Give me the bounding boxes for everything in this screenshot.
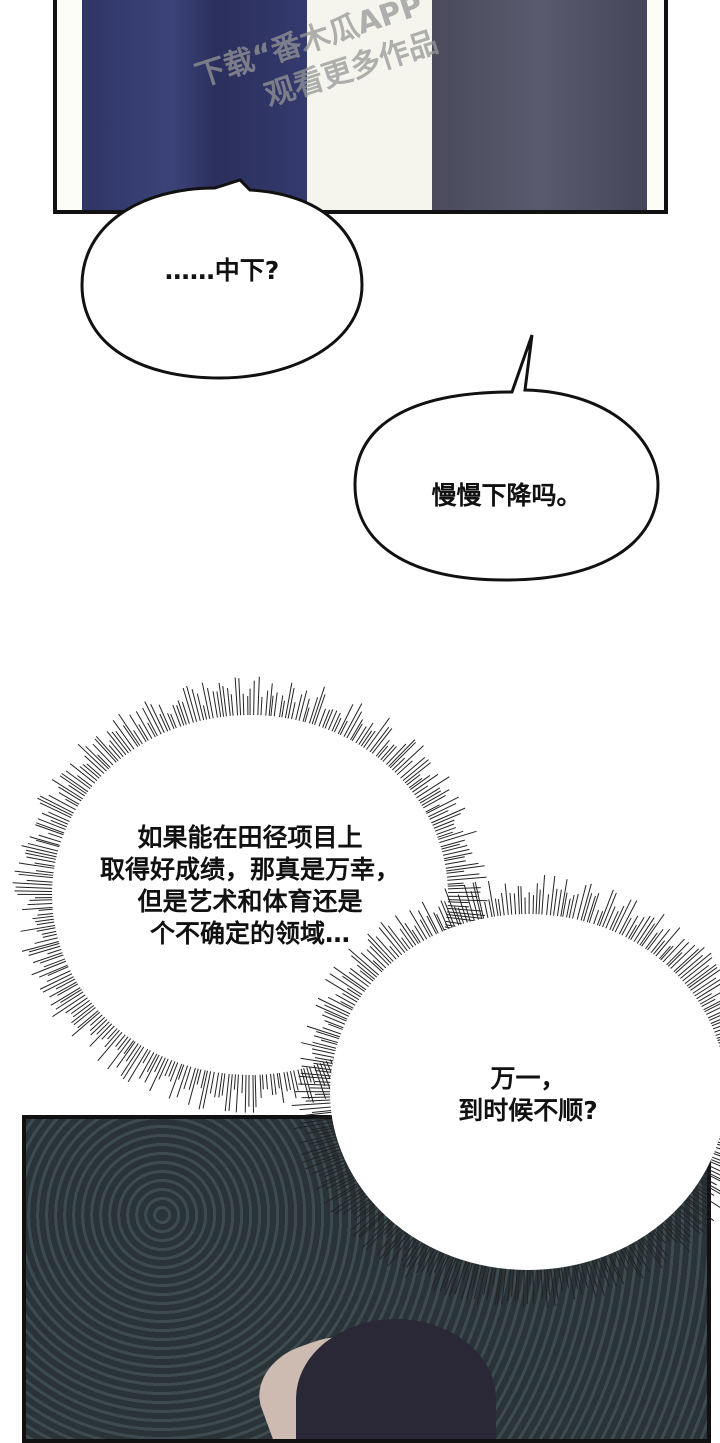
burst-2-line: 到时候不顺? xyxy=(330,1095,720,1127)
burst-spike xyxy=(139,1048,156,1079)
burst-spike xyxy=(43,974,78,992)
burst-spike xyxy=(631,916,650,946)
burst-spike xyxy=(505,884,509,920)
burst-spike xyxy=(518,1265,520,1300)
burst-spike xyxy=(367,727,389,756)
burst-2-line: 万一， xyxy=(330,1063,720,1095)
burst-spike xyxy=(508,1264,511,1301)
thought-burst-1-text: 如果能在田径项目上 取得好成绩，那真是万幸， 但是艺术和体育还是 个不确定的领域… xyxy=(52,822,448,950)
burst-spike xyxy=(14,891,57,892)
burst-spike xyxy=(533,1265,534,1303)
burst-spike xyxy=(66,771,94,792)
burst-spike xyxy=(352,1204,382,1229)
burst-spike xyxy=(130,715,149,746)
burst-spike xyxy=(150,1053,168,1091)
burst-spike xyxy=(536,883,537,919)
burst-spike xyxy=(245,1070,246,1113)
burst-1-line: 个不确定的领域… xyxy=(52,918,448,950)
burst-spike xyxy=(303,1148,346,1162)
burst-spike xyxy=(487,1262,494,1300)
burst-spike xyxy=(674,1206,705,1233)
burst-spike xyxy=(292,1103,336,1106)
burst-spike xyxy=(621,1244,639,1278)
burst-spike xyxy=(16,887,57,889)
burst-spike xyxy=(369,728,392,757)
burst-spike xyxy=(424,803,456,819)
burst-spike xyxy=(442,877,486,881)
burst-spike xyxy=(617,901,637,939)
burst-spike xyxy=(236,1070,239,1113)
burst-spike xyxy=(567,1261,575,1299)
burst-spike xyxy=(287,688,294,723)
burst-spike xyxy=(598,890,614,931)
burst-spike xyxy=(443,892,480,893)
burst-spike xyxy=(235,677,238,720)
burst-1-line: 如果能在田径项目上 xyxy=(52,822,448,854)
burst-spike xyxy=(37,798,76,817)
burst-1-line: 取得好成绩，那真是万幸， xyxy=(52,854,448,886)
burst-spike xyxy=(239,678,241,720)
speech-bubble-2 xyxy=(355,335,658,580)
burst-spike xyxy=(443,888,481,889)
burst-spike xyxy=(192,689,201,725)
burst-spike xyxy=(254,681,255,720)
burst-spike xyxy=(313,1061,326,1099)
speech-bubble-1-text: ……中下? xyxy=(82,255,362,287)
burst-spike xyxy=(515,1265,517,1302)
burst-spike xyxy=(311,687,325,729)
burst-spike xyxy=(60,776,90,797)
burst-spike xyxy=(613,900,631,937)
burst-spike xyxy=(13,883,58,885)
burst-spike xyxy=(342,704,362,741)
burst-spike xyxy=(541,875,544,919)
burst-spike xyxy=(255,1070,256,1107)
burst-spike xyxy=(258,677,260,720)
speech-bubble-2-text: 慢慢下降吗。 xyxy=(355,480,658,512)
burst-spike xyxy=(353,1208,384,1236)
burst-spike xyxy=(588,893,599,927)
burst-spike xyxy=(541,1265,543,1299)
burst-spike xyxy=(253,1070,254,1113)
burst-spike xyxy=(336,704,353,738)
burst-1-line: 但是艺术和体育还是 xyxy=(52,886,448,918)
burst-spike xyxy=(225,1069,229,1111)
burst-spike xyxy=(385,740,415,770)
burst-spike xyxy=(523,1265,524,1307)
burst-spike xyxy=(601,893,617,932)
burst-spike xyxy=(269,683,273,720)
burst-spike xyxy=(660,939,685,966)
burst-spike xyxy=(229,1069,233,1111)
burst-spike xyxy=(128,1045,150,1082)
burst-spike xyxy=(313,694,325,729)
burst-spike xyxy=(629,1239,650,1272)
thought-burst-2-text: 万一， 到时候不顺? xyxy=(330,1063,720,1127)
burst-spike xyxy=(444,1253,458,1288)
